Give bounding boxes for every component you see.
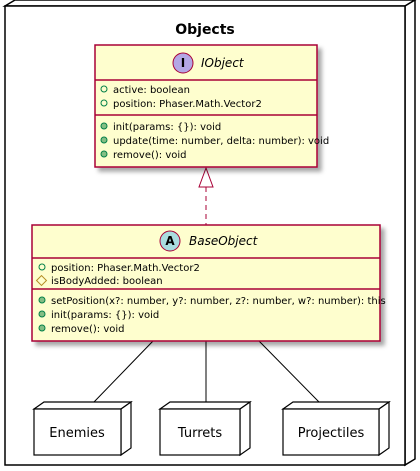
field-row: position: Phaser.Math.Vector2 xyxy=(113,99,262,110)
interface-name: IObject xyxy=(201,56,245,70)
field-row: position: Phaser.Math.Vector2 xyxy=(51,263,200,274)
link-projectiles xyxy=(258,340,320,403)
abstract-class-name: BaseObject xyxy=(189,234,259,248)
field-row: active: boolean xyxy=(113,85,190,96)
interface-badge-icon xyxy=(172,52,194,74)
public-icon xyxy=(38,296,46,304)
node-label: Projectiles xyxy=(298,426,365,441)
public-icon xyxy=(100,85,108,93)
public-icon xyxy=(100,122,108,130)
node-projectiles[interactable]: Projectiles xyxy=(281,400,391,457)
package-title: Objects xyxy=(175,22,235,38)
abstract-badge-letter: A xyxy=(165,234,175,248)
public-icon xyxy=(100,150,108,158)
interface-badge-letter: I xyxy=(181,56,185,70)
method-row: init(params: {}): void xyxy=(51,310,159,321)
public-icon xyxy=(38,310,46,318)
method-row: remove(): void xyxy=(113,150,187,161)
field-row: isBodyAdded: boolean xyxy=(51,276,163,287)
public-icon xyxy=(100,99,108,107)
method-row: setPosition(x?: number, y?: number, z?: … xyxy=(51,296,386,307)
abstract-class-baseobject-content: A BaseObject position: Phaser.Math.Vecto… xyxy=(32,230,386,335)
interface-iobject[interactable] xyxy=(94,44,318,168)
method-row: update(time: number, delta: number): voi… xyxy=(113,136,329,147)
public-icon xyxy=(38,324,46,332)
node-enemies[interactable]: Enemies xyxy=(32,400,133,457)
node-label: Enemies xyxy=(49,426,105,441)
node-label: Turrets xyxy=(177,426,222,441)
realization-arrowhead xyxy=(198,166,214,188)
node-turrets[interactable]: Turrets xyxy=(158,400,252,457)
protected-icon xyxy=(35,274,48,287)
method-row: remove(): void xyxy=(51,324,125,335)
public-icon xyxy=(38,263,46,271)
abstract-badge-icon xyxy=(159,230,181,252)
method-row: init(params: {}): void xyxy=(113,122,221,133)
public-icon xyxy=(100,136,108,144)
abstract-class-baseobject[interactable] xyxy=(31,224,381,342)
relationships xyxy=(93,166,320,403)
link-enemies xyxy=(93,340,154,403)
interface-iobject-content: I IObject active: boolean position: Phas… xyxy=(95,52,329,161)
